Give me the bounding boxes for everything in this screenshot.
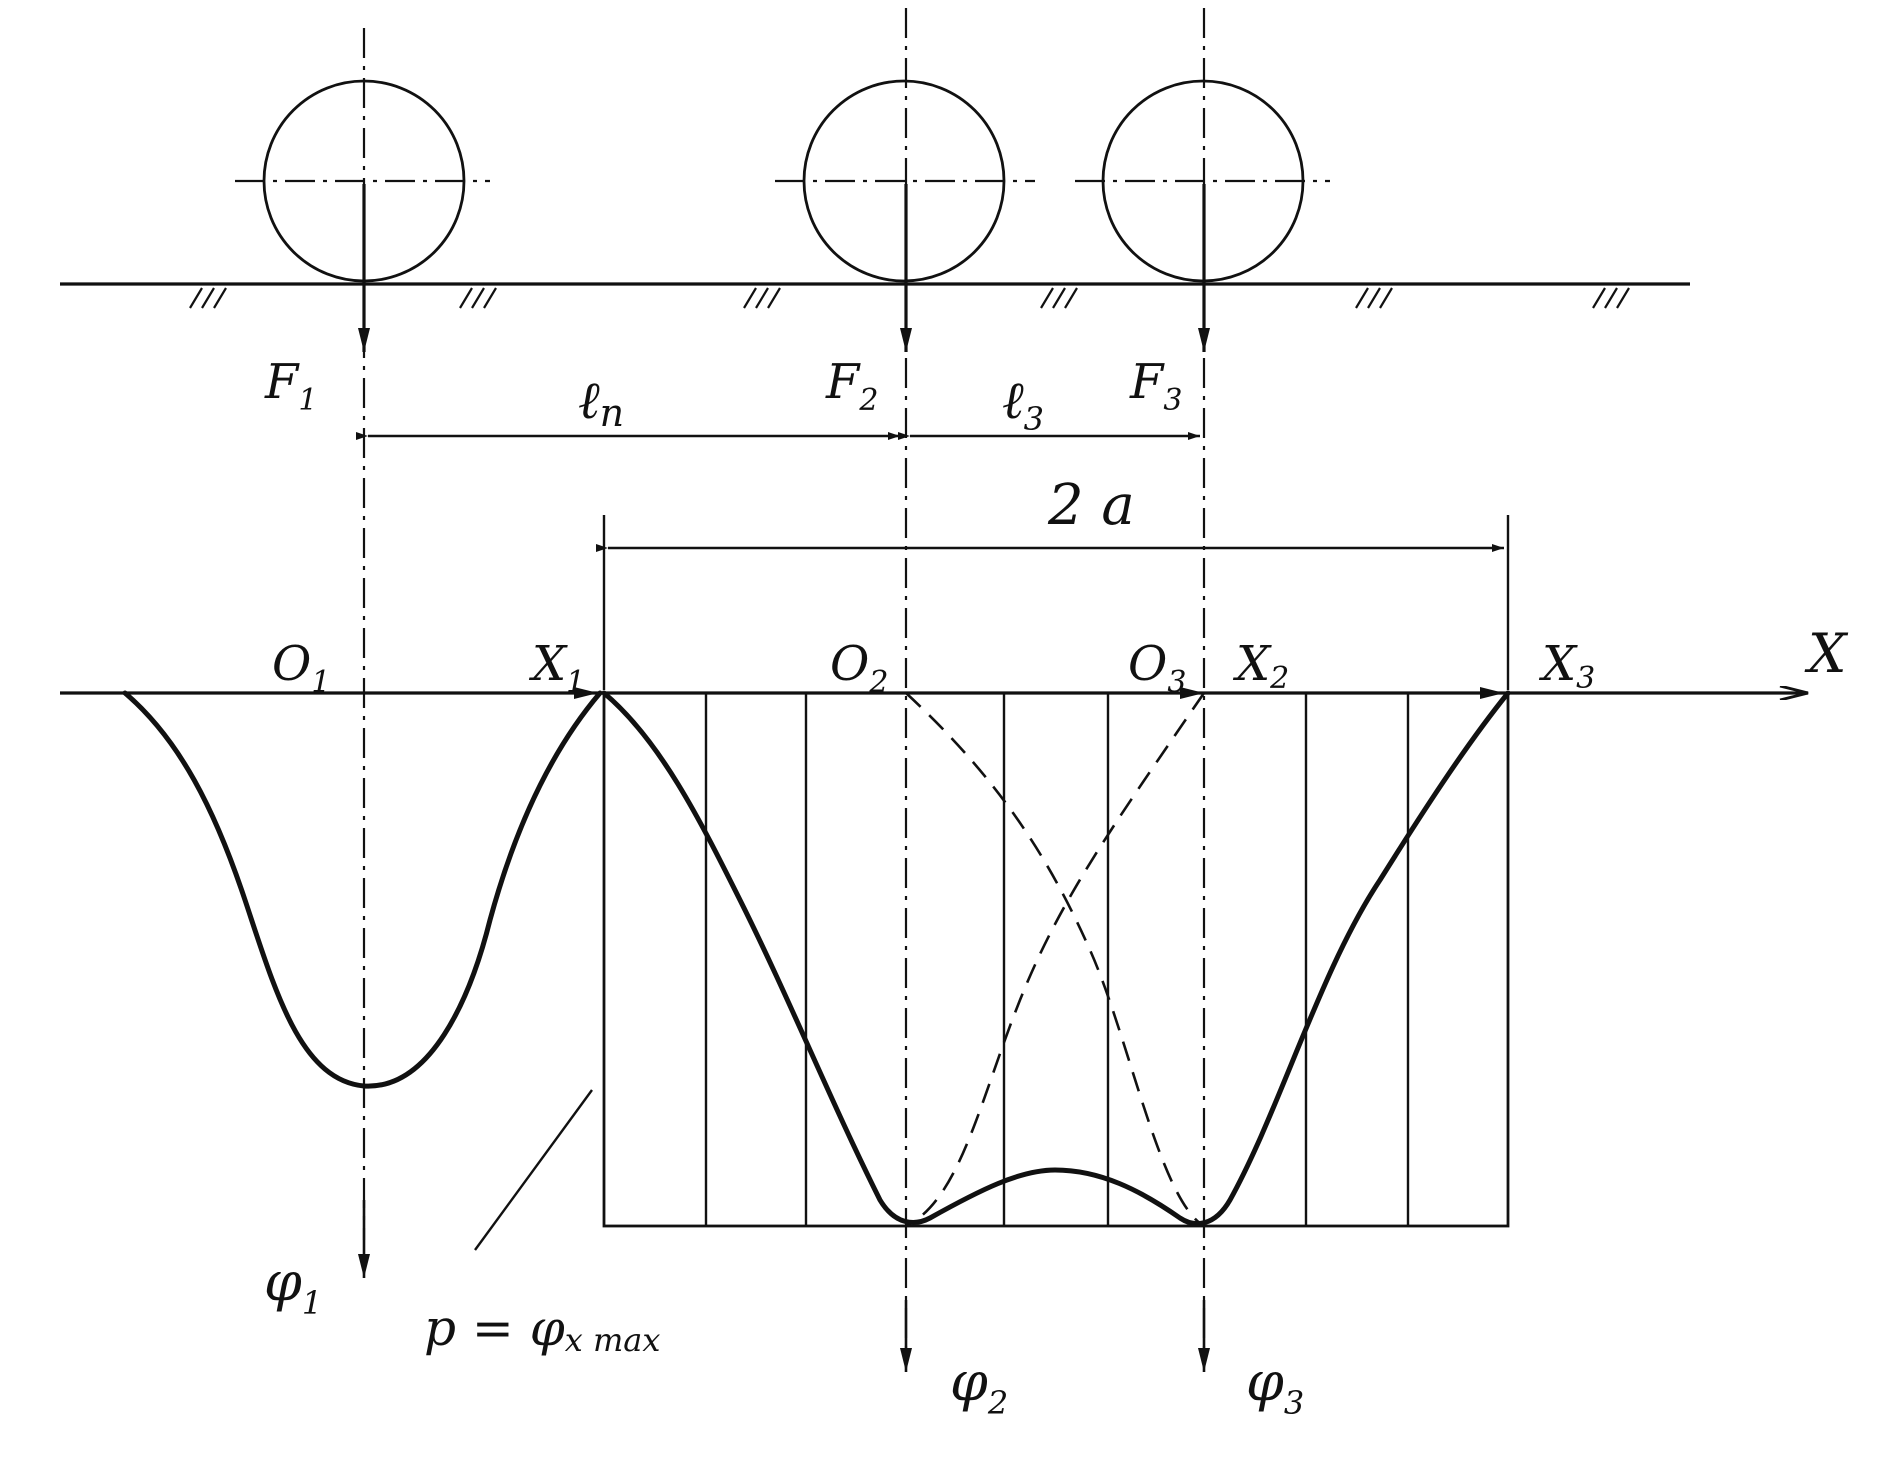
force-label-2: F2 <box>825 354 878 418</box>
origin-label-2: O2 <box>830 636 888 700</box>
x-axis-label: X <box>1804 622 1849 685</box>
x-point-label-3: X3 <box>1538 636 1595 696</box>
phi-label-2: φ2 <box>950 1350 1008 1422</box>
phi2-dashed-curve <box>905 692 1205 1228</box>
x-point-label-1: X1 <box>528 636 585 700</box>
pressure-rectangle <box>602 691 1510 1228</box>
pressure-leader-line <box>474 1089 593 1251</box>
phi3-dashed-curve <box>905 692 1206 1228</box>
dimension-l3-label: ℓ3 <box>1002 371 1044 438</box>
pressure-label: p = φx max <box>424 1299 660 1359</box>
x-point-label-2: X2 <box>1232 636 1289 696</box>
force-label-1: F1 <box>264 354 317 418</box>
dimension-ln-label: ℓn <box>578 371 624 435</box>
phi1-curve <box>122 690 603 1089</box>
origin-label-3: O3 <box>1128 636 1186 700</box>
dimension-2a-label: 2 a <box>1047 473 1135 538</box>
force-label-3: F3 <box>1129 354 1182 418</box>
phi-label-3: φ3 <box>1246 1350 1304 1422</box>
combined-curve <box>601 690 1511 1227</box>
ground-hatching <box>189 287 1630 309</box>
phi-label-1: φ1 <box>264 1250 322 1322</box>
rectangle-divisions <box>704 693 1410 1226</box>
origin-label-1: O1 <box>272 636 330 700</box>
